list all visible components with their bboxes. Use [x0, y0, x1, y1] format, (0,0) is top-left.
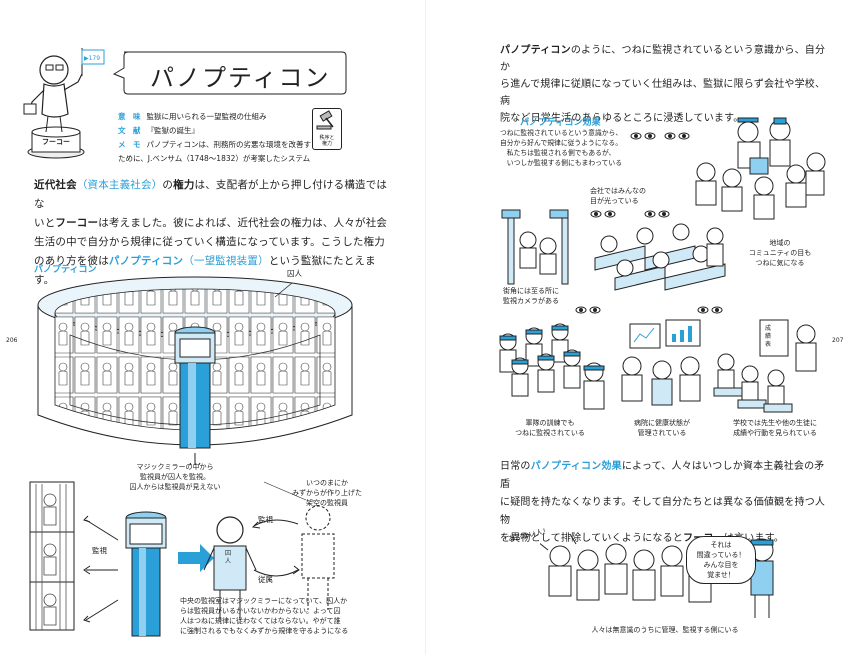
body-line: 生活の中で自分から規律に従っていく構造になっています。こうした権力: [34, 233, 394, 252]
military-illustration: [490, 312, 610, 422]
page-title: パノプティコン: [150, 58, 331, 93]
arrow-label-watch-right: 監視: [258, 514, 273, 525]
body-line: 日常のパノプティコン効果によって、人々はいつしか資本主義社会の矛盾: [500, 458, 830, 494]
label-school: 学校では先生や他の生徒に 成績や行動を見られている: [716, 418, 834, 438]
definition-memo-cont: ために、J.ベンサム（1748〜1832）が考案したシステム: [118, 152, 319, 166]
category-badge: 秩序と 権力: [312, 108, 342, 150]
term-panopticon-effect: パノプティコン効果: [531, 461, 622, 472]
community-illustration: [688, 112, 828, 232]
prisoner-tag: 囚人: [225, 550, 233, 566]
definition-text: 『監獄の誕生』: [147, 126, 200, 135]
term-modern-society: 近代社会: [34, 179, 77, 191]
term-power: 権力: [173, 179, 194, 191]
term-note: （一望監視装置）: [183, 255, 269, 267]
effect-title: パノプティコン効果: [520, 115, 600, 128]
badge-label: 秩序と 権力: [313, 135, 341, 147]
body-text: ら進んで規律に従順になっていく仕組みは、監獄に限らず会社や学校、病: [500, 79, 825, 107]
label-military: 軍隊の訓練でも つねに監視されている: [500, 418, 600, 438]
caption-bottom: 中央の監視室はマジックミラーになっていて、囚人か らは監視員がいるかいないかわか…: [180, 596, 400, 636]
body-line: ら進んで規律に従順になっていく仕組みは、監獄に限らず会社や学校、病: [500, 76, 830, 110]
definition-memo: メ モパノプティコンは、刑務所の劣悪な環境を改善する: [118, 138, 319, 152]
panopticon-illustration: [30, 275, 360, 465]
body-text: は考えました。彼によれば、近代社会の権力は、人々が社会: [98, 217, 387, 229]
bubble-wrong: それは 間違っている！ みんな目を 覚ませ！: [686, 536, 756, 584]
body-line: 近代社会（資本主義社会）の権力は、支配者が上から押し付ける構造ではな: [34, 176, 394, 214]
gavel-icon: [313, 109, 341, 131]
hospital-illustration: [610, 316, 710, 422]
definition-text: パノプティコンは、刑務所の劣悪な環境を改善する: [147, 140, 319, 149]
page-number-right: 207: [832, 337, 843, 344]
label-hospital: 病院に健康状態が 管理されている: [612, 418, 712, 438]
definition-label: 文 献: [118, 126, 141, 135]
page-gutter: [425, 0, 426, 655]
arrow-label-watch-left: 監視: [92, 545, 107, 556]
body-text: 生活の中で自分から規律に従っていく構造になっています。こうした権力: [34, 236, 385, 248]
arrow-label-obey: 従属: [258, 574, 273, 585]
definition-list: 意 味監獄に用いられる一望監視の仕組み 文 献『監獄の誕生』 メ モパノプティコ…: [118, 110, 319, 166]
definition-text: 監獄に用いられる一望監視の仕組み: [147, 112, 267, 121]
body-line: パノプティコンのように、つねに監視されているという意識から、自分か: [500, 42, 830, 76]
section-label: パノプティコン: [34, 262, 96, 275]
body-line: いとフーコーは考えました。彼によれば、近代社会の権力は、人々が社会: [34, 214, 394, 233]
report-card-sign: 成績表: [765, 325, 773, 349]
office-illustration: [585, 218, 745, 308]
character-label: フーコー: [42, 137, 70, 147]
term-note: （資本主義社会）: [77, 179, 163, 191]
page-number-left: 206: [6, 337, 17, 344]
term-foucault: フーコー: [55, 217, 98, 229]
character-flag: ▶179: [84, 55, 100, 62]
prisoner-label: 囚人: [287, 268, 302, 279]
label-community: 地域の コミュニティの目も つねに気になる: [740, 238, 820, 268]
definition-literature: 文 献『監獄の誕生』: [118, 124, 319, 138]
definition-label: 意 味: [118, 112, 141, 121]
term-panopticon: パノプティコン: [500, 45, 571, 56]
eyes-icon: [630, 130, 690, 142]
label-company: 会社ではみんなの 目が光っている: [590, 186, 646, 206]
camera-illustration: [500, 200, 590, 285]
label-camera: 街角には至る所に 監視カメラがある: [503, 286, 559, 306]
body-text: い: [34, 217, 45, 229]
definition-meaning: 意 味監獄に用いられる一望監視の仕組み: [118, 110, 319, 124]
body-text: と: [45, 217, 56, 229]
body-text: 日常の: [500, 461, 531, 472]
caption-final: 人々は無意識のうちに管理、監視する側にいる: [560, 625, 770, 635]
term-panopticon: パノプティコン: [109, 255, 183, 267]
body-text: の: [162, 179, 173, 191]
definition-label: メ モ: [118, 140, 141, 149]
